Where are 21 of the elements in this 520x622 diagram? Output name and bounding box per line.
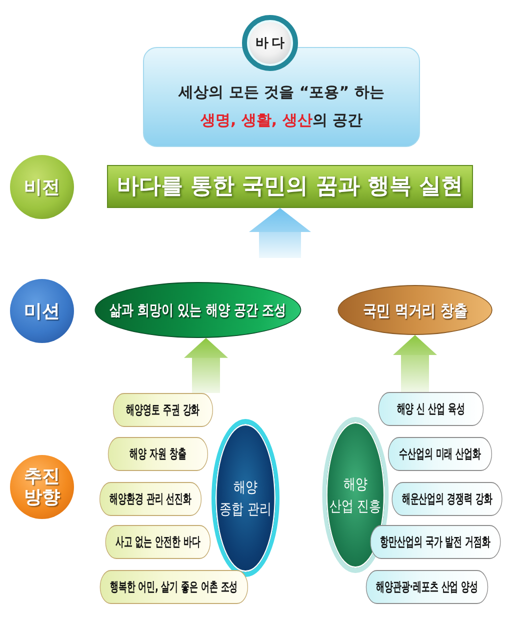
pill-box: 해양관광·레포츠 산업 양성 (365, 570, 488, 604)
label-circle: 추진 방향 (10, 455, 74, 519)
label-circle: 비전 (10, 155, 74, 219)
pill-box: 해운산업의 경쟁력 강화 (392, 482, 502, 516)
pill-box: 사고 없는 안전한 바다 (105, 525, 210, 559)
pill-box: 해양영토 주권 강화 (112, 393, 213, 427)
circle-badge: 바다 (242, 15, 298, 71)
arrow (184, 338, 228, 393)
pill-box: 항만산업의 국가 발전 거점화 (370, 525, 500, 559)
banner-box: 바다를 통한 국민의 꿈과 행복 실현 (107, 165, 473, 208)
label-circle: 미션 (10, 279, 74, 343)
group-ellipse: 해양 종합 관리 (211, 419, 279, 577)
pill-box: 행복한 어민, 살기 좋은 어촌 조성 (100, 570, 248, 604)
pill-box: 해양환경 관리 선진화 (100, 482, 202, 516)
oval-label: 국민 먹거리 창출 (338, 285, 493, 335)
oval-label: 삶과 희망이 있는 해양 공간 조성 (95, 282, 301, 338)
arrow (393, 335, 437, 392)
arrow (249, 208, 311, 258)
pill-box: 해양 신 산업 육성 (378, 392, 483, 426)
pill-box: 수산업의 미래 산업화 (388, 437, 492, 471)
pill-box: 해양 자원 창출 (108, 437, 208, 471)
